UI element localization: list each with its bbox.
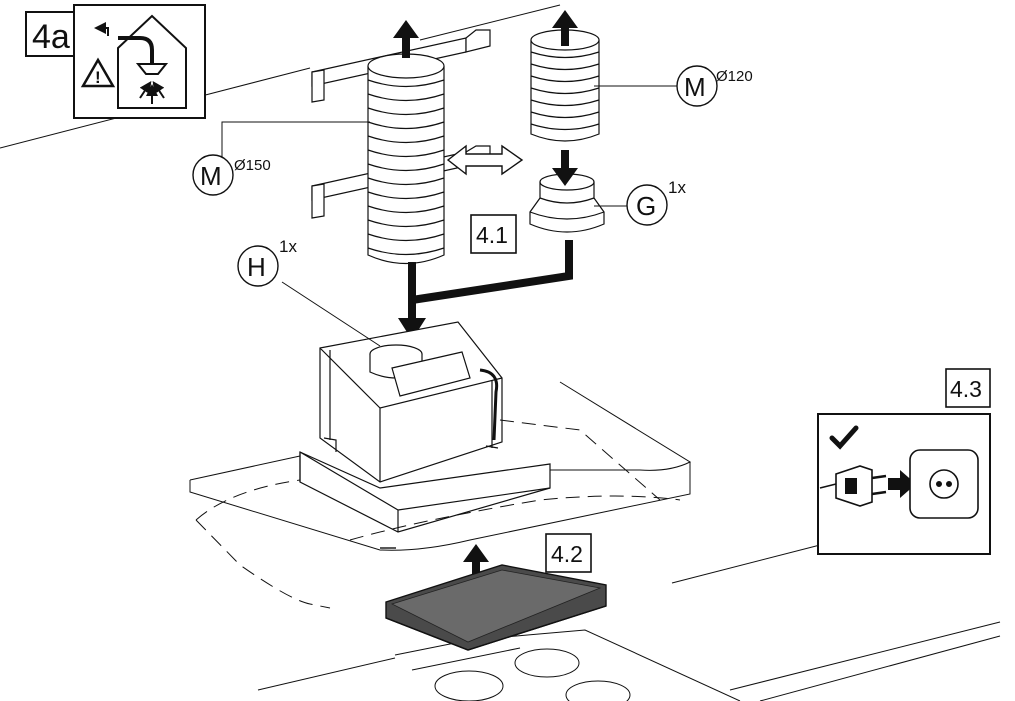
substep-label: 4.2 (551, 541, 583, 567)
part-letter: M (684, 72, 706, 102)
arrow-down-icon (398, 318, 426, 340)
substep-4-1: 4.1 (470, 214, 517, 254)
step-label: 4a (32, 18, 70, 56)
chimney-duct-120 (530, 29, 600, 142)
arrow-up-icon (463, 544, 489, 592)
warning-icon: ! (80, 57, 116, 88)
up-arrows (393, 10, 578, 592)
part-letter: M (200, 161, 222, 191)
part-size: Ø120 (716, 68, 753, 85)
power-connect-box (817, 413, 991, 555)
part-quantity: 1x (668, 178, 686, 197)
part-size: Ø150 (234, 157, 271, 174)
connector-lines (408, 240, 573, 320)
substep-label: 4.1 (476, 222, 508, 248)
warning-mark: ! (95, 68, 101, 87)
part-letter: G (636, 191, 656, 221)
plug-icon (819, 465, 887, 507)
callout-m150: M Ø150 (192, 154, 271, 196)
arrow-right-icon (888, 470, 916, 498)
arrow-down-icon (552, 150, 578, 186)
substep-4-2: 4.2 (545, 533, 592, 573)
part-quantity: 1x (279, 237, 297, 256)
duct-house-icon (94, 14, 187, 109)
substep-4-3: 4.3 (945, 368, 991, 408)
step-4a-box: 4a ! (25, 4, 206, 119)
glass-canopy (189, 381, 692, 609)
hood-body (299, 321, 551, 533)
substep-label: 4.3 (950, 376, 982, 402)
checkmark-icon (829, 425, 859, 450)
chimney-duct-150 (367, 53, 445, 264)
arrow-up-icon (393, 20, 419, 58)
callout-h: H 1x (237, 237, 297, 287)
socket-icon (909, 449, 979, 519)
cooktop (434, 648, 631, 701)
callout-g: G 1x (626, 178, 686, 226)
callout-m120: M Ø120 (676, 65, 753, 107)
callout-leaders (221, 85, 678, 347)
double-arrow-icon (446, 144, 524, 176)
perspective-lines (0, 4, 1001, 701)
arrow-up-icon (552, 10, 578, 46)
grease-filter (385, 564, 607, 651)
part-letter: H (247, 252, 266, 282)
